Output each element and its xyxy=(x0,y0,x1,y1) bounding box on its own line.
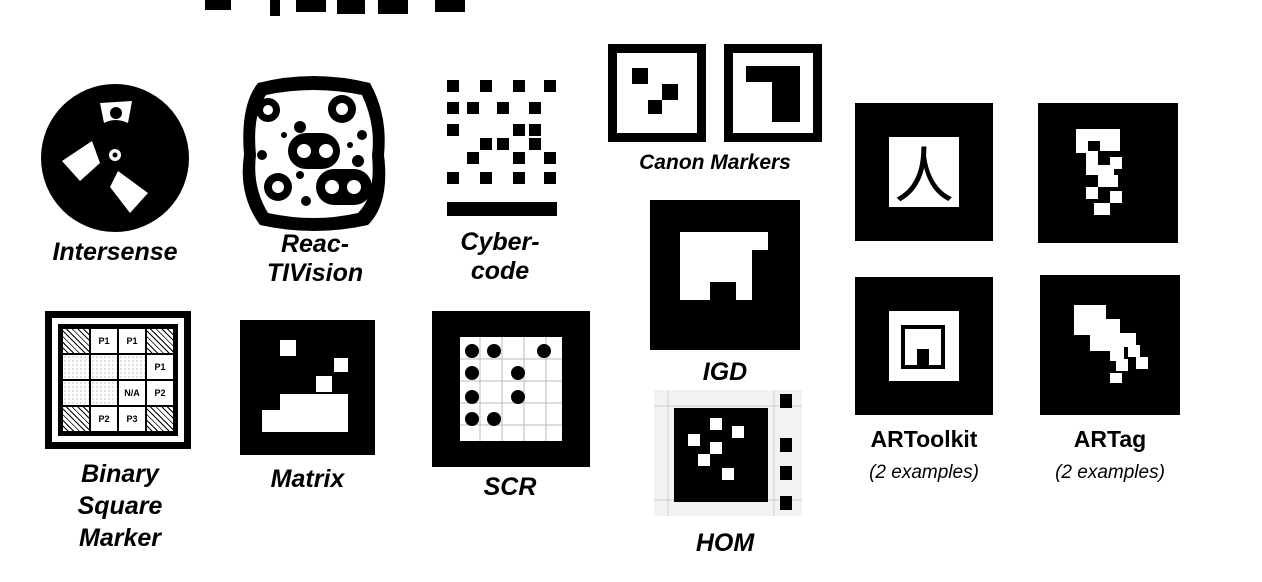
cell-p1-a: P1 xyxy=(91,329,117,353)
hom-label-clip: HOM xyxy=(660,525,790,582)
cell-p1-c: P1 xyxy=(147,355,173,379)
intersense-marker xyxy=(41,84,189,232)
artoolkit-marker-1: 人 xyxy=(855,103,993,241)
igd-marker xyxy=(650,200,800,350)
artoolkit-label: ARToolkit xyxy=(870,426,978,452)
matrix-label: Matrix xyxy=(270,465,345,493)
artag-marker-1 xyxy=(1038,103,1178,243)
cell-p2-b: P2 xyxy=(91,407,117,431)
canon-label: Canon Markers xyxy=(639,151,791,174)
reactivision-marker xyxy=(242,76,386,231)
cell-p1-b: P1 xyxy=(119,329,145,353)
binary-square-marker: P1 P1 P1 N/A P2 P2 P3 xyxy=(45,311,191,449)
scr-marker xyxy=(432,311,590,467)
binary-square-label-clip: Binary Square Marker xyxy=(20,452,220,582)
binary-square-label: Binary Square Marker xyxy=(77,460,163,552)
hom-marker xyxy=(654,390,802,516)
scr-label: SCR xyxy=(483,473,537,501)
igd-label: IGD xyxy=(702,358,748,386)
canon-marker-1 xyxy=(608,44,706,142)
binary-square-grid: P1 P1 P1 N/A P2 P2 P3 xyxy=(63,329,173,431)
reactivision-label: Reac- TIVision xyxy=(266,230,364,287)
cybercode-marker xyxy=(447,80,557,216)
canon-marker-2 xyxy=(724,44,822,142)
intersense-label: Intersense xyxy=(52,238,178,266)
hom-label: HOM xyxy=(695,529,755,557)
matrix-marker xyxy=(240,320,375,455)
cell-p2-a: P2 xyxy=(147,381,173,405)
artag-label: ARTag xyxy=(1073,426,1147,452)
cropped-title-strip xyxy=(0,0,600,18)
artoolkit-glyph: 人 xyxy=(894,142,954,212)
artag-note: (2 examples) xyxy=(1055,462,1165,483)
cybercode-label: Cyber- code xyxy=(460,228,540,285)
artoolkit-marker-2 xyxy=(855,277,993,415)
cell-na: N/A xyxy=(119,381,145,405)
cell-p3: P3 xyxy=(119,407,145,431)
cropped-title-glyphs xyxy=(205,0,465,16)
artag-marker-2 xyxy=(1040,275,1180,415)
artoolkit-note: (2 examples) xyxy=(869,462,979,483)
